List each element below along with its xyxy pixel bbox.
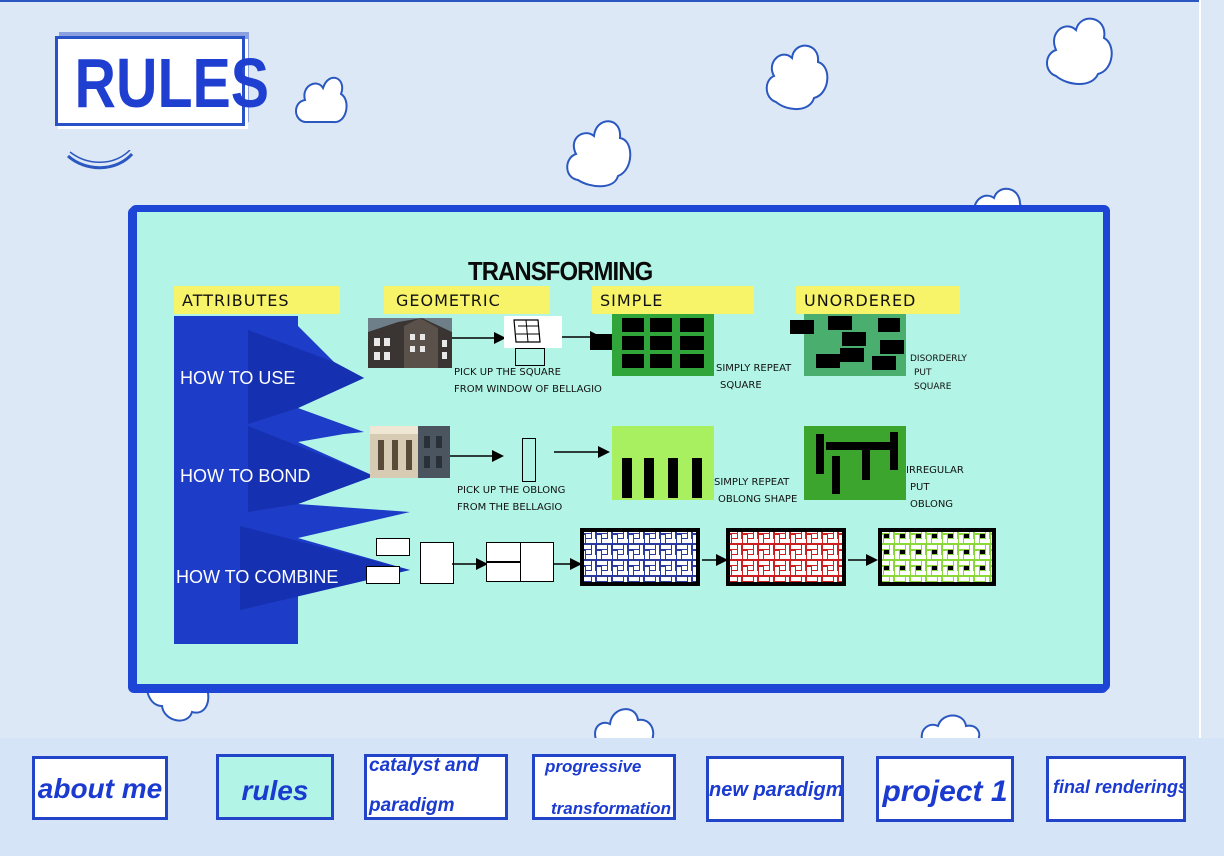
swoosh-decoration [66,149,136,178]
square-outline [515,348,545,366]
nav-catalyst-and-paradigm-button[interactable]: catalyst and paradigm [364,754,508,820]
header-attributes: ATTRIBUTES [174,286,340,314]
woven-pattern-blue [580,528,700,590]
right-border-line [1199,0,1201,740]
arrow-icon [848,552,878,571]
row-label-how-to-bond: HOW TO BOND [180,466,311,486]
cloud-icon [295,64,349,136]
header-unordered: UNORDERED [796,286,960,314]
header-simple: SIMPLE [592,286,754,314]
combine-piece-bottom [366,566,400,584]
cloud-icon [1044,10,1116,86]
nav-progressive-transformation-button[interactable]: progressive transformation [532,754,676,820]
nav-project-1-button[interactable]: project 1 [876,756,1014,822]
arrow-icon [562,330,614,358]
bellagio-columns-photo [370,426,450,482]
top-border-line [0,0,1200,2]
woven-pattern-green [878,528,996,590]
row-label-how-to-use: HOW TO USE [180,368,296,388]
header-geometric: GEOMETRIC [384,286,550,314]
arrow-icon [452,556,488,575]
nav-rules-button[interactable]: rules [216,754,334,820]
window-square-sketch [504,316,562,352]
cloud-icon [592,702,656,740]
row-label-how-to-combine: HOW TO COMBINE [176,567,339,587]
arrow-icon [554,556,582,575]
nav-final-renderings-button[interactable]: final renderings [1046,756,1186,822]
attributes-blue-shape [174,316,414,648]
cloud-icon [564,110,634,188]
cloud-icon [764,36,830,112]
arrow-icon [702,552,728,571]
bellagio-building-photo [368,318,452,372]
nav-new-paradigm-button[interactable]: new paradigm [706,756,844,822]
combine-assembled-unit [486,542,554,586]
simple-square-grid [612,314,714,380]
unordered-oblong-scatter [804,426,906,504]
arrow-icon [450,448,504,467]
simple-oblong-row [612,426,714,504]
nav-about-me-button[interactable]: about me [32,756,168,820]
combine-square [420,542,454,584]
page-title-box: RULES [55,36,270,126]
arrow-icon [452,330,506,349]
combine-piece-top [376,538,410,556]
oblong-outline [522,438,536,482]
cloud-icon [918,712,982,740]
page-title: RULES [74,44,270,122]
unordered-square-scatter [790,314,908,380]
woven-pattern-red [726,528,846,590]
arrow-icon [554,444,610,463]
